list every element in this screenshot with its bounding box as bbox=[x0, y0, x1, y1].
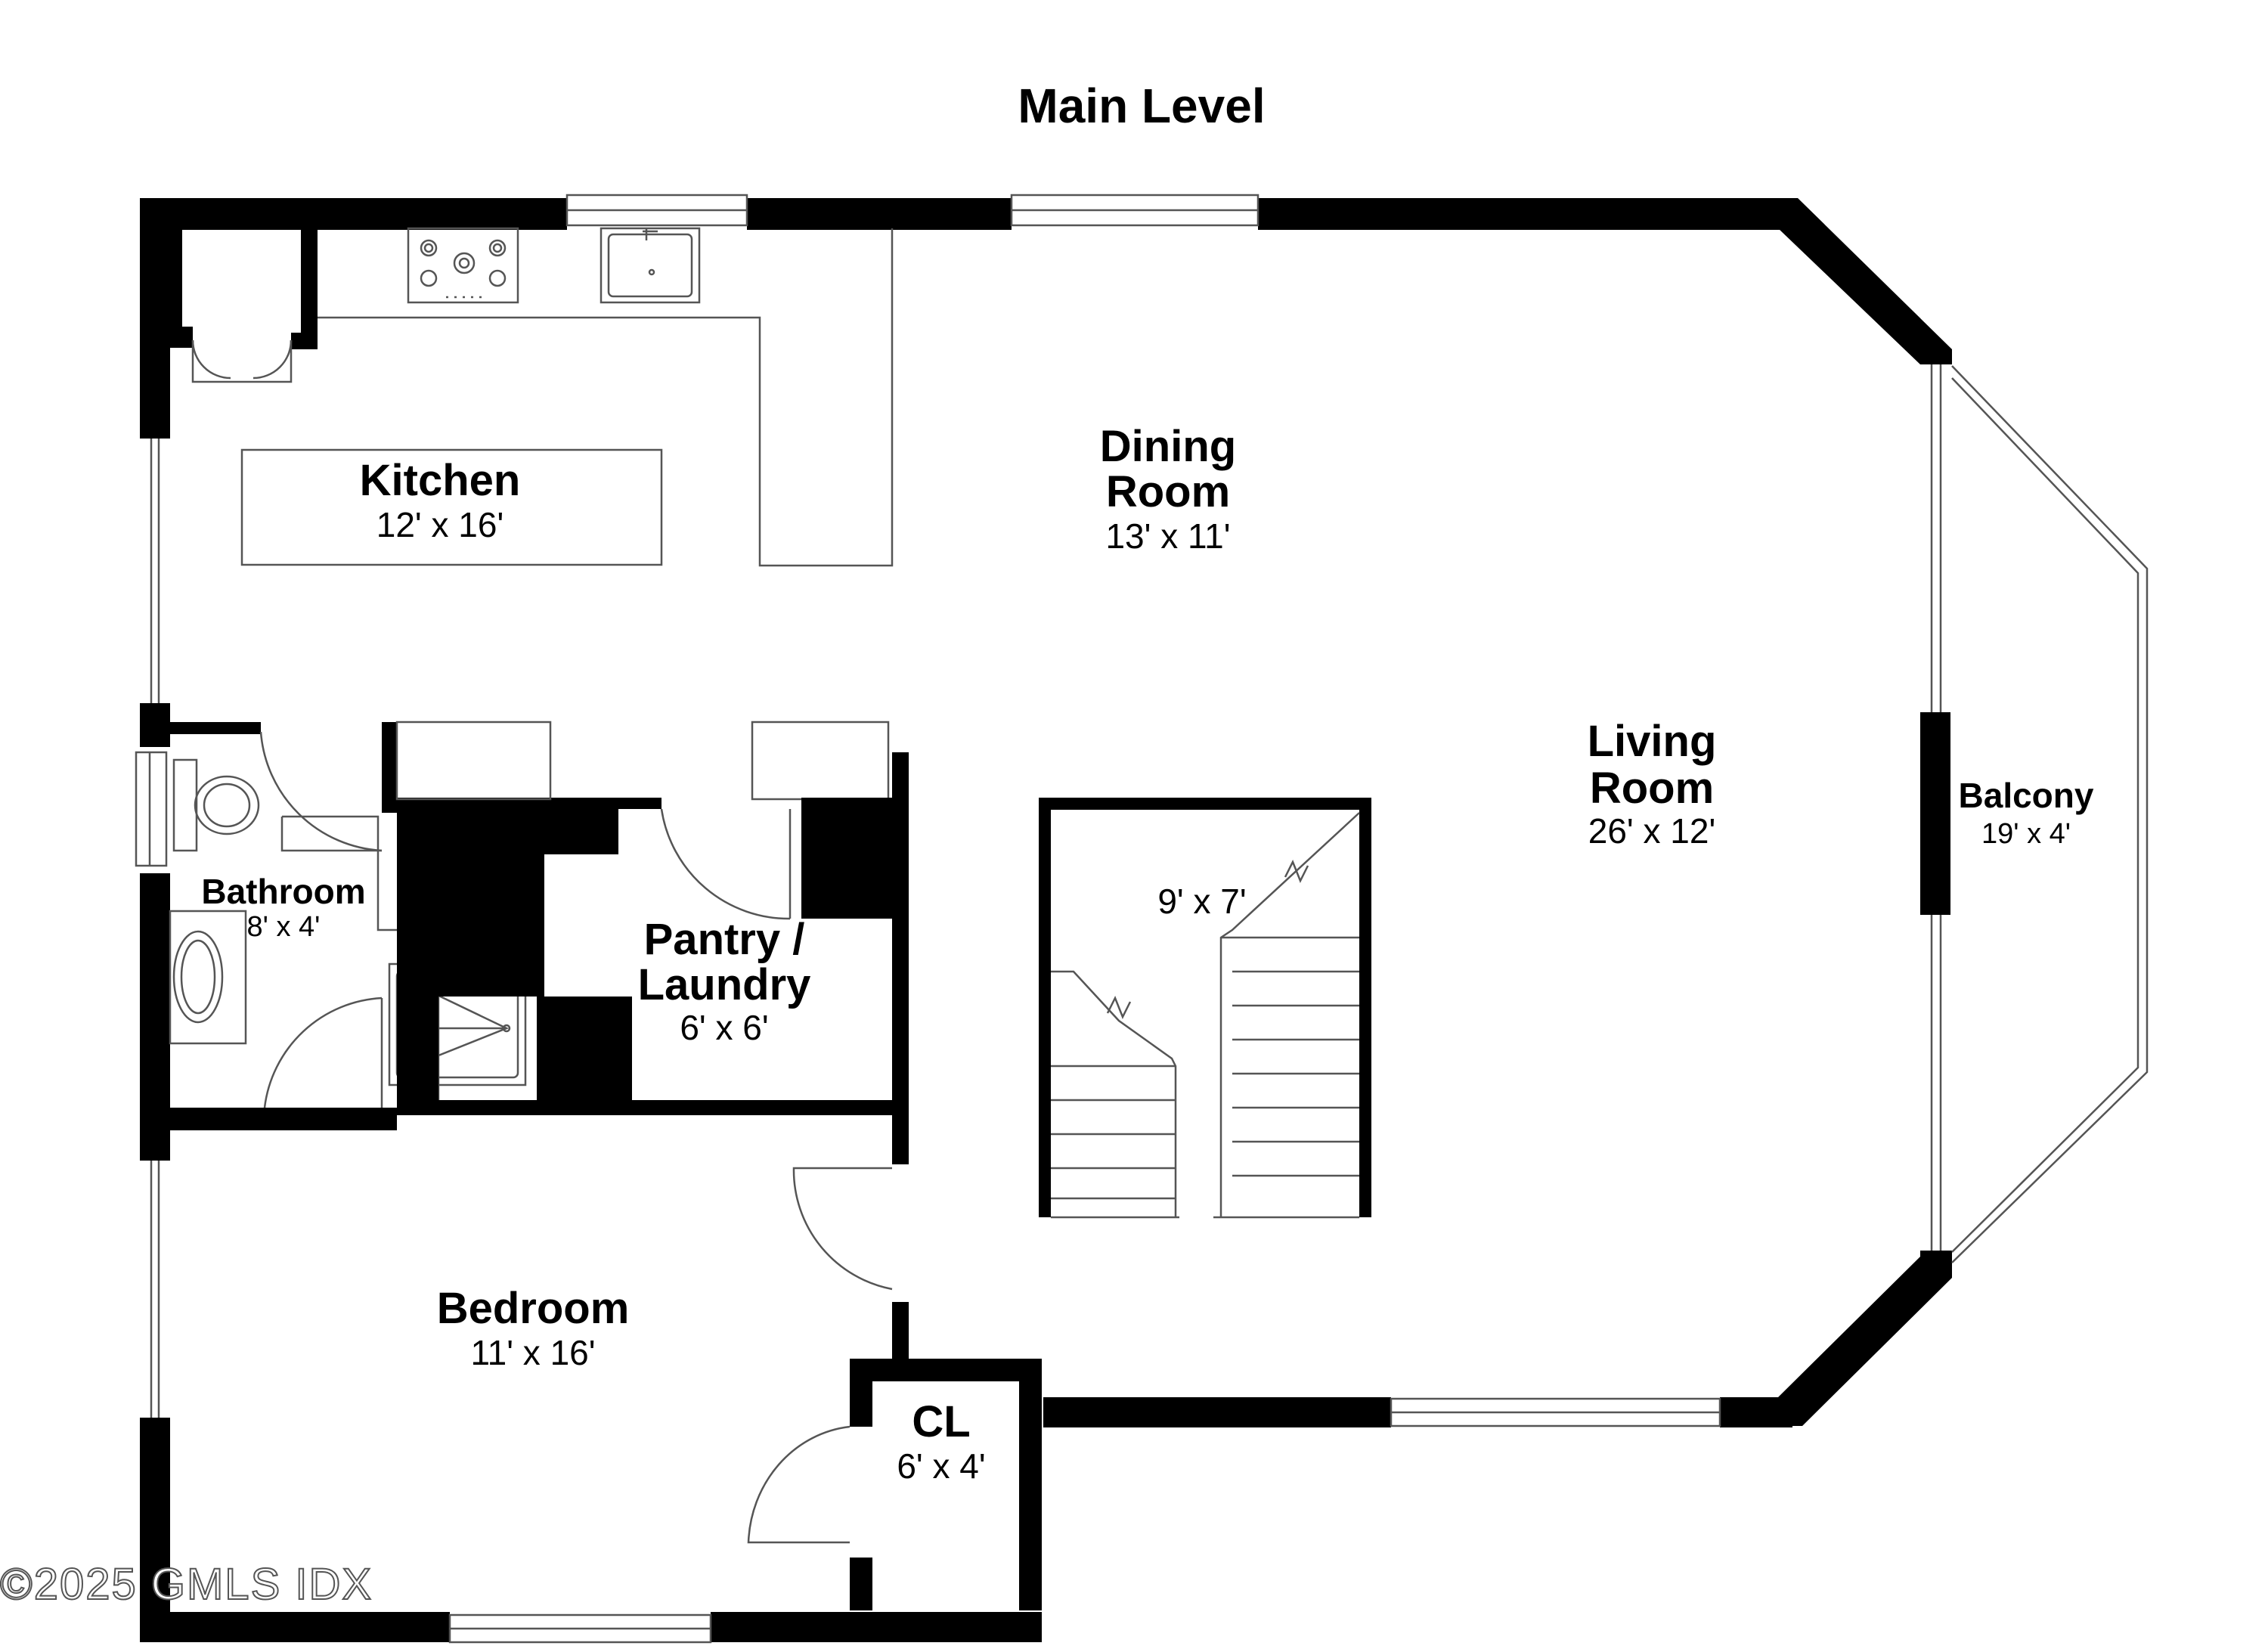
closet-door bbox=[747, 1425, 850, 1544]
dining-name-line2: Room bbox=[1106, 467, 1230, 516]
closet-dims: 6' x 4' bbox=[897, 1446, 985, 1486]
bedroom-name: Bedroom bbox=[437, 1284, 630, 1333]
dining-dims: 13' x 11' bbox=[1105, 516, 1230, 556]
kitchen-fixtures bbox=[170, 227, 894, 567]
bedroom-dims: 11' x 16' bbox=[470, 1333, 595, 1372]
living-dims: 26' x 12' bbox=[1588, 811, 1715, 851]
stairs-dims: 9' x 7' bbox=[1157, 882, 1246, 921]
windows bbox=[135, 194, 1942, 1644]
dining-name-line1: Dining bbox=[1100, 422, 1236, 471]
closet-name: CL bbox=[912, 1397, 970, 1446]
balcony-name: Balcony bbox=[1959, 776, 2094, 815]
pantry-name-line2: Laundry bbox=[638, 960, 811, 1009]
kitchen-name: Kitchen bbox=[360, 456, 521, 505]
room-labels: Kitchen 12' x 16' Dining Room 13' x 11' … bbox=[201, 422, 2094, 1486]
exterior-walls bbox=[140, 198, 1952, 1642]
balcony-outline bbox=[1951, 365, 2149, 1263]
pantry-dims: 6' x 6' bbox=[680, 1008, 768, 1047]
interior-walls bbox=[382, 721, 909, 1291]
balcony-dims: 19' x 4' bbox=[1981, 818, 2071, 850]
living-name-line2: Room bbox=[1590, 764, 1714, 813]
kitchen-dims: 12' x 16' bbox=[376, 505, 503, 544]
pantry-name-line1: Pantry / bbox=[644, 915, 805, 964]
living-name-line1: Living bbox=[1588, 717, 1717, 766]
bathroom-dims: 8' x 4' bbox=[247, 911, 321, 943]
staircase bbox=[1039, 798, 1371, 1219]
plan-title: Main Level bbox=[1018, 79, 1265, 133]
watermark: ©2025 GMLS IDX bbox=[0, 1560, 373, 1609]
bathroom-name: Bathroom bbox=[201, 872, 365, 911]
